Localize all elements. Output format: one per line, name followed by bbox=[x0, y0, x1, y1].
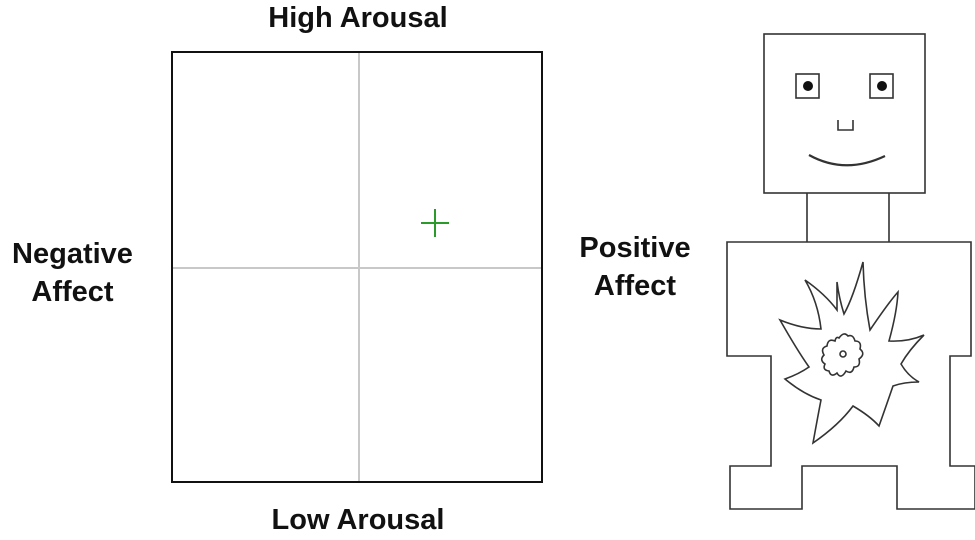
arousal-burst-outer bbox=[778, 261, 925, 445]
manikin-nose bbox=[837, 120, 854, 131]
manikin-head bbox=[763, 33, 926, 194]
manikin-neck bbox=[806, 193, 890, 242]
manikin-body bbox=[726, 241, 975, 510]
burst-center-dot bbox=[839, 350, 847, 358]
self-assessment-manikin-icon bbox=[726, 33, 975, 510]
left-eye bbox=[795, 73, 820, 99]
manikin-smile bbox=[808, 154, 886, 167]
right-eye bbox=[869, 73, 894, 99]
negative-affect-label: Negative Affect bbox=[12, 238, 133, 308]
affect-grid[interactable] bbox=[171, 51, 543, 483]
arousal-burst-inner bbox=[820, 333, 864, 377]
horizontal-divider bbox=[173, 267, 541, 269]
crosshair-plus-icon[interactable] bbox=[420, 208, 450, 238]
high-arousal-label: High Arousal bbox=[268, 2, 448, 34]
low-arousal-label: Low Arousal bbox=[271, 504, 445, 536]
positive-affect-label: Positive Affect bbox=[579, 232, 691, 302]
